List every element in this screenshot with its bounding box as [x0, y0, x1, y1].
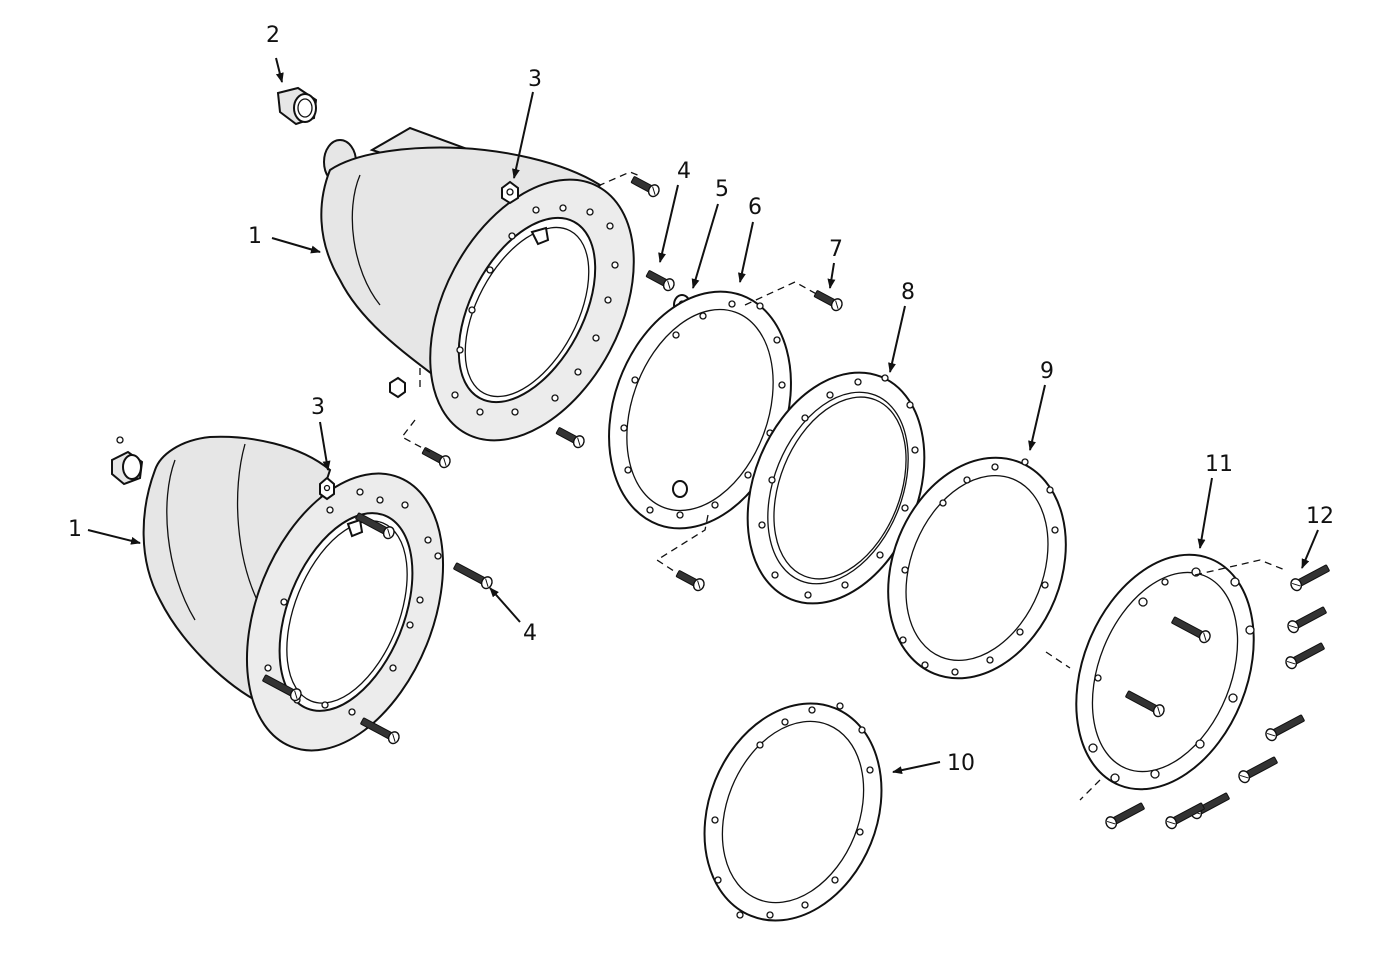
- callout-1-lower: 1: [68, 517, 82, 542]
- callout-2: 2: [266, 23, 280, 48]
- callout-10: 10: [947, 751, 975, 776]
- part-10-ring: [703, 702, 883, 922]
- callout-6: 6: [748, 195, 762, 220]
- callout-12: 12: [1306, 504, 1334, 529]
- part-1-housing-upper: [320, 126, 635, 442]
- callout-1-upper: 1: [248, 224, 262, 249]
- callout-4-lower: 4: [523, 621, 537, 646]
- part-9-ring: [887, 456, 1067, 680]
- part-2-plug: [276, 86, 318, 126]
- callout-4-upper: 4: [677, 159, 691, 184]
- callout-9: 9: [1040, 359, 1054, 384]
- flange-holes-upper: [451, 204, 619, 416]
- callout-11: 11: [1205, 452, 1233, 477]
- callout-8: 8: [901, 280, 915, 305]
- callout-leaders: [87, 57, 1319, 775]
- part-11-ring: [1075, 553, 1255, 791]
- callout-5: 5: [715, 177, 729, 202]
- callout-7: 7: [829, 237, 843, 262]
- screws-upper-flange: [389, 173, 677, 471]
- part-8-ring: [746, 371, 926, 605]
- callout-3-upper: 3: [528, 67, 542, 92]
- callout-3-lower: 3: [311, 395, 325, 420]
- part-1-housing-lower: [111, 435, 445, 752]
- callout-labels: 2 3 1 4 5 6 7 8 9 3 1 4 11 12 10: [68, 23, 1334, 776]
